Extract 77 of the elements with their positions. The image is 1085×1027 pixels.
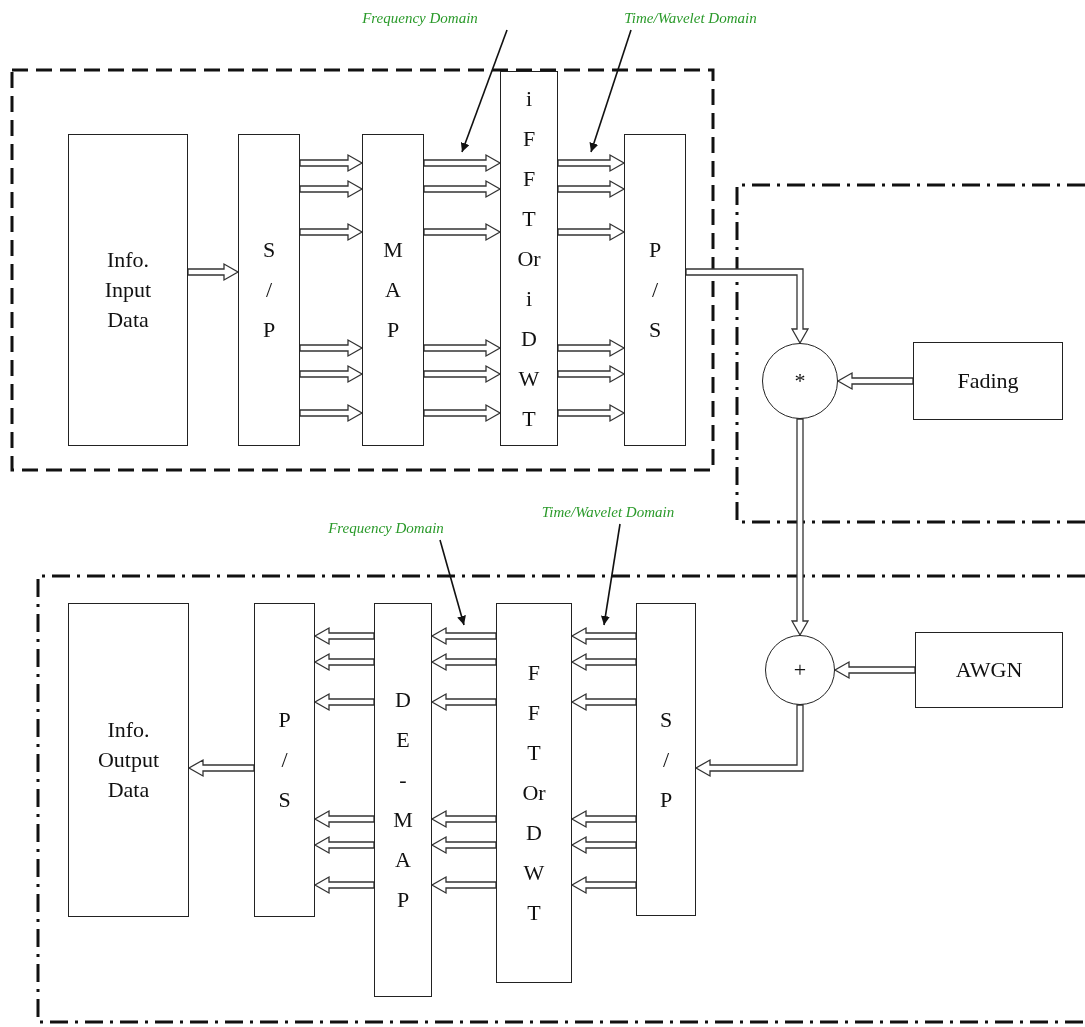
arrow	[423, 338, 502, 358]
arrow	[694, 704, 804, 778]
block-label: D E - M A P	[393, 686, 413, 914]
arrow	[570, 875, 637, 895]
process-block	[624, 134, 686, 446]
block-label: S / P	[659, 705, 673, 814]
leader-line	[439, 539, 466, 626]
arrow	[187, 262, 240, 282]
arrow	[833, 660, 916, 680]
arrow	[557, 364, 626, 384]
arrow	[299, 153, 364, 173]
block-label: i F F T Or i D W T	[517, 84, 541, 433]
leader-line	[589, 29, 632, 153]
process-block	[68, 134, 188, 446]
arrow	[570, 835, 637, 855]
arrow	[430, 652, 497, 672]
block-label: M A P	[383, 236, 403, 344]
arrow	[299, 364, 364, 384]
process-block	[362, 134, 424, 446]
process-block	[254, 603, 315, 917]
leader-line	[600, 523, 621, 626]
arrow	[423, 179, 502, 199]
block-label: AWGN	[955, 656, 1023, 684]
arrow	[570, 626, 637, 646]
arrow	[313, 875, 375, 895]
annotation-text: Time/Wavelet Domain	[598, 6, 783, 30]
process-block	[238, 134, 300, 446]
arrow	[570, 809, 637, 829]
arrow	[423, 403, 502, 423]
block-label: P / S	[278, 706, 291, 814]
leader-line	[460, 29, 508, 153]
arrow	[423, 364, 502, 384]
arrow	[313, 692, 375, 712]
arrow	[430, 626, 497, 646]
arrow	[299, 222, 364, 242]
arrow	[299, 403, 364, 423]
arrow	[557, 338, 626, 358]
arrow	[570, 692, 637, 712]
arrow	[430, 875, 497, 895]
block-label: Info. Output Data	[97, 716, 160, 804]
operator-symbol: *	[794, 367, 806, 395]
arrow	[313, 626, 375, 646]
arrow	[557, 222, 626, 242]
arrow	[557, 179, 626, 199]
process-block	[68, 603, 189, 917]
annotation-text: Frequency Domain	[345, 6, 495, 30]
arrow	[313, 652, 375, 672]
arrow	[313, 835, 375, 855]
arrow	[430, 692, 497, 712]
block-label: F F T Or D W T	[522, 659, 546, 927]
process-block	[915, 632, 1063, 708]
annotation-text: Time/Wavelet Domain	[508, 500, 708, 524]
block-label: P / S	[648, 236, 662, 344]
block-label: S / P	[262, 236, 276, 344]
arrow	[313, 809, 375, 829]
process-block	[636, 603, 696, 916]
annotation-text: Frequency Domain	[296, 516, 476, 540]
arrow	[790, 418, 810, 637]
process-block	[374, 603, 432, 997]
process-block	[913, 342, 1063, 420]
arrow	[430, 835, 497, 855]
arrow	[423, 153, 502, 173]
arrow	[557, 403, 626, 423]
arrow	[430, 809, 497, 829]
process-block	[496, 603, 572, 983]
arrow	[187, 758, 255, 778]
block-label: Info. Input Data	[104, 246, 152, 334]
arrow	[836, 371, 914, 391]
arrow	[570, 652, 637, 672]
arrow	[299, 179, 364, 199]
block-label: Fading	[957, 367, 1019, 395]
arrow	[685, 268, 810, 345]
arrow	[299, 338, 364, 358]
arrow	[423, 222, 502, 242]
process-block	[500, 71, 558, 446]
operator-symbol: +	[793, 656, 807, 684]
arrow	[557, 153, 626, 173]
